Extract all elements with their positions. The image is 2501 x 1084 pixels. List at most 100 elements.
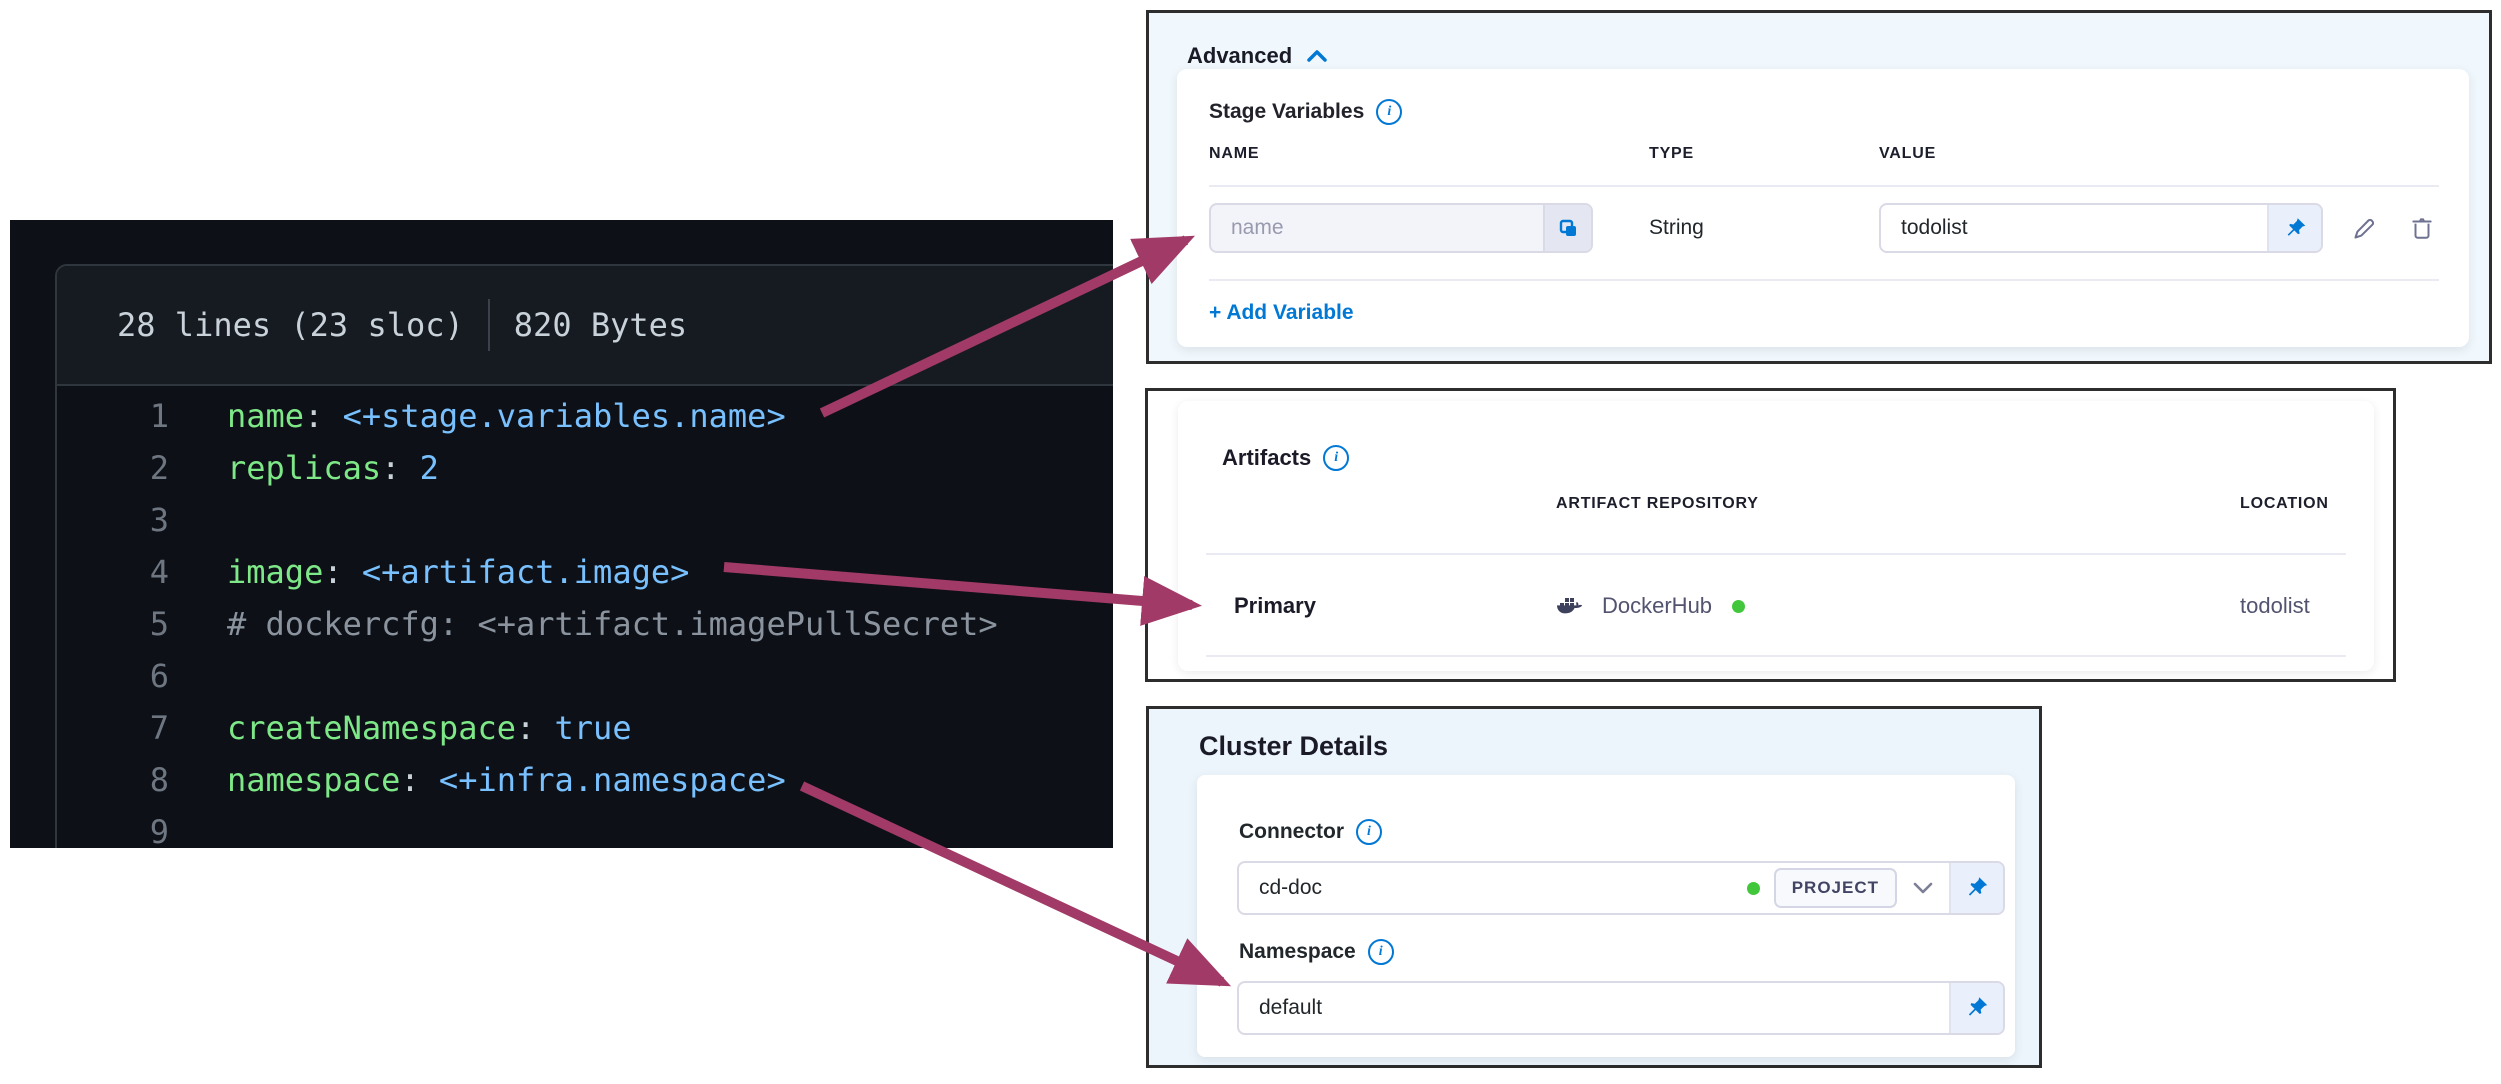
line-number: 5 [149, 605, 169, 643]
cluster-details-card: Connector i PROJECT Nam [1197, 775, 2015, 1057]
artifact-row: Primary DockerHub [1178, 573, 2374, 639]
variable-name-field[interactable] [1211, 205, 1543, 251]
code-line: 4 image: <+artifact.image> [57, 546, 1113, 598]
artifact-location: todolist [2240, 593, 2310, 618]
code-token: : [381, 449, 401, 487]
divider [1206, 655, 2346, 657]
line-number: 7 [149, 709, 169, 747]
code-text: name: <+stage.variables.name> [227, 390, 786, 442]
code-token: <+stage.variables.name> [323, 397, 786, 435]
stage-variables-card: Stage Variables i NAME TYPE VALUE [1177, 69, 2469, 347]
stage-variable-row: String [1177, 203, 2469, 253]
column-header-artifact-repository: ARTIFACT REPOSITORY [1556, 495, 1759, 512]
scope-badge: PROJECT [1773, 868, 1897, 908]
namespace-input[interactable] [1237, 981, 2005, 1035]
info-icon[interactable]: i [1323, 445, 1350, 471]
code-token: : [400, 761, 420, 799]
namespace-label: Namespace [1239, 940, 1356, 963]
line-number: 1 [149, 397, 169, 435]
status-dot [1732, 599, 1746, 613]
docker-whale-icon [1557, 598, 1583, 614]
line-number: 9 [149, 813, 169, 848]
artifact-label: Primary [1234, 593, 1316, 618]
code-blob-header: 28 lines (23 sloc) 820 Bytes [57, 266, 1113, 386]
artifact-repository-name: DockerHub [1602, 593, 1713, 618]
code-token: name [227, 397, 305, 435]
line-number: 3 [149, 501, 169, 539]
advanced-title-label: Advanced [1187, 43, 1293, 68]
code-text: replicas: 2 [227, 442, 439, 494]
code-blob-container: 28 lines (23 sloc) 820 Bytes 1 name: <+st… [55, 264, 1113, 848]
code-text: createNamespace: true [227, 702, 632, 754]
cluster-details-panel: Cluster Details Connector i PROJECT [1146, 706, 2042, 1068]
code-text: namespace: <+infra.namespace> [227, 754, 786, 806]
code-token: <+artifact.image> [342, 553, 690, 591]
line-number: 4 [149, 553, 169, 591]
chevron-up-icon [1307, 50, 1327, 62]
code-line: 8 namespace: <+infra.namespace> [57, 754, 1113, 806]
code-viewer-panel: 28 lines (23 sloc) 820 Bytes 1 name: <+st… [10, 220, 1113, 848]
divider [1206, 553, 2346, 555]
artifacts-panel: Artifacts i ARTIFACT REPOSITORY LOCATION… [1145, 388, 2396, 682]
code-token: # dockercfg: <+artifact.imagePullSecret> [227, 605, 998, 643]
advanced-panel: Advanced Stage Variables i NAME TYPE VAL… [1146, 10, 2492, 364]
code-token: true [535, 709, 632, 747]
code-token: replicas [227, 449, 382, 487]
status-dot [1746, 881, 1760, 895]
code-token: 2 [400, 449, 439, 487]
code-line: 5 # dockercfg: <+artifact.imagePullSecret… [57, 598, 1113, 650]
connector-label: Connector [1239, 820, 1344, 843]
line-number: 8 [149, 761, 169, 799]
variable-name-input[interactable] [1209, 203, 1593, 253]
connector-field[interactable] [1239, 863, 1747, 913]
advanced-section-toggle[interactable]: Advanced [1187, 43, 1328, 69]
stage-variables-title: Stage Variables [1209, 100, 1365, 123]
code-line: 7 createNamespace: true [57, 702, 1113, 754]
line-number: 2 [149, 449, 169, 487]
stats-divider [487, 299, 490, 351]
pin-icon[interactable] [1949, 863, 2003, 913]
code-line-stats: 28 lines (23 sloc) [117, 306, 464, 344]
connector-input[interactable]: PROJECT [1237, 861, 2005, 915]
chevron-down-icon[interactable] [1897, 863, 1949, 913]
code-token: : [515, 709, 536, 747]
variable-type-value: String [1649, 216, 1704, 239]
pin-icon[interactable] [2267, 205, 2321, 251]
code-token: namespace [227, 761, 401, 799]
code-text: # dockercfg: <+artifact.imagePullSecret> [227, 598, 998, 650]
column-header-value: VALUE [1879, 145, 1937, 162]
edit-icon[interactable] [2345, 209, 2383, 247]
variable-value-field[interactable] [1881, 205, 2267, 251]
info-icon[interactable]: i [1376, 99, 1403, 125]
code-line: 9 [57, 806, 1113, 848]
column-header-location: LOCATION [2240, 495, 2329, 512]
info-icon[interactable]: i [1356, 819, 1382, 845]
pin-icon[interactable] [1949, 983, 2003, 1033]
code-line: 1 name: <+stage.variables.name> [57, 390, 1113, 442]
namespace-field[interactable] [1239, 983, 1949, 1033]
artifacts-title: Artifacts [1222, 445, 1312, 470]
cluster-details-title: Cluster Details [1199, 731, 1389, 761]
code-token: createNamespace [227, 709, 516, 747]
variable-value-input[interactable] [1879, 203, 2323, 253]
line-number: 6 [149, 657, 169, 695]
code-line: 3 [57, 494, 1113, 546]
code-line: 6 [57, 650, 1113, 702]
code-token: : [304, 397, 324, 435]
code-token: <+infra.namespace> [419, 761, 786, 799]
code-token: image [227, 553, 324, 591]
add-variable-button[interactable]: + Add Variable [1209, 301, 1354, 324]
delete-icon[interactable] [2403, 209, 2441, 247]
divider [1209, 279, 2439, 281]
copy-icon[interactable] [1543, 205, 1591, 251]
code-size-stats: 820 Bytes [513, 306, 688, 344]
info-icon[interactable]: i [1367, 939, 1394, 965]
artifacts-card: Artifacts i ARTIFACT REPOSITORY LOCATION… [1178, 401, 2374, 671]
divider [1209, 185, 2439, 187]
code-token: : [323, 553, 343, 591]
code-text: image: <+artifact.image> [227, 546, 689, 598]
column-header-type: TYPE [1649, 145, 1694, 162]
